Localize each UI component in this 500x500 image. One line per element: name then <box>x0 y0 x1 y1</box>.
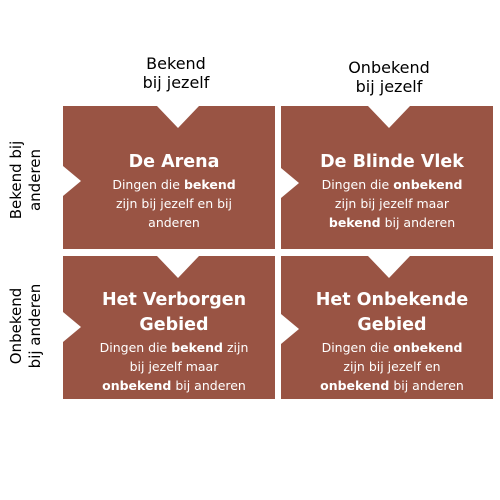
title-line: Gebied <box>139 315 209 335</box>
quadrant-arena: De Arena Dingen die bekend zijn bij jeze… <box>63 106 275 249</box>
title-line: Het Verborgen <box>101 290 247 310</box>
column-header-known-to-self: Bekend bij jezelf <box>96 54 256 92</box>
desc-emphasis: bekend <box>183 177 236 192</box>
column-header-unknown-to-self: Onbekend bij jezelf <box>309 58 469 96</box>
notch-right-arrow <box>63 166 81 196</box>
desc-emphasis: onbekend <box>320 378 390 393</box>
notch-down-arrow <box>157 106 199 128</box>
desc-text: anderen <box>148 215 200 230</box>
desc-text: zijn bij jezelf en bij <box>116 196 232 211</box>
quadrant-content: Het Onbekende Gebied Dingen die onbekend… <box>301 288 483 395</box>
column-header-line: bij jezelf <box>355 77 423 96</box>
notch-down-arrow <box>157 256 199 278</box>
desc-text: Dingen die <box>321 177 394 192</box>
column-header-line: Bekend <box>146 54 206 73</box>
quadrant-content: De Arena Dingen die bekend zijn bij jeze… <box>83 150 265 232</box>
quadrant-description: Dingen die onbekend zijn bij jezelf maar… <box>301 175 483 232</box>
notch-right-arrow <box>281 168 299 198</box>
row-header-line: anderen <box>26 148 44 212</box>
notch-right-arrow <box>63 312 81 342</box>
notch-down-arrow <box>368 256 410 278</box>
quadrant-description: Dingen die bekend zijn bij jezelf en bij… <box>83 175 265 232</box>
desc-text: Dingen die <box>112 177 184 192</box>
quadrant-title: Het Verborgen Gebied <box>83 288 265 338</box>
row-header-line: bij anderen <box>26 283 44 369</box>
quadrant-content: De Blinde Vlek Dingen die onbekend zijn … <box>301 150 483 232</box>
desc-text: Dingen die <box>99 340 172 355</box>
desc-text: zijn bij jezelf en <box>343 359 441 374</box>
desc-text: zijn <box>222 340 249 355</box>
desc-emphasis: onbekend <box>393 177 463 192</box>
notch-down-arrow <box>368 106 410 128</box>
desc-text: bij anderen <box>389 378 464 393</box>
notch-right-arrow <box>281 314 299 344</box>
column-header-line: Onbekend <box>348 58 430 77</box>
row-header-unknown-to-others: Onbekend bij anderen <box>7 256 47 396</box>
desc-text: zijn bij jezelf maar <box>334 196 450 211</box>
title-line: Het Onbekende <box>315 290 469 310</box>
desc-text: Dingen die <box>321 340 394 355</box>
desc-text: bij jezelf maar <box>129 359 219 374</box>
quadrant-blind-spot: De Blinde Vlek Dingen die onbekend zijn … <box>281 106 493 249</box>
quadrant-unknown-area: Het Onbekende Gebied Dingen die onbekend… <box>281 256 493 399</box>
column-header-line: bij jezelf <box>142 73 210 92</box>
desc-text: bij anderen <box>171 378 246 393</box>
desc-emphasis: bekend <box>171 340 223 355</box>
quadrant-description: Dingen die bekend zijn bij jezelf maar o… <box>83 338 265 395</box>
desc-emphasis: onbekend <box>393 340 463 355</box>
quadrant-title: Het Onbekende Gebied <box>301 288 483 338</box>
quadrant-title: De Blinde Vlek <box>320 152 464 172</box>
desc-emphasis: onbekend <box>102 378 172 393</box>
row-header-line: Onbekend <box>7 287 25 365</box>
row-header-line: Bekend bij <box>7 140 25 220</box>
quadrant-content: Het Verborgen Gebied Dingen die bekend z… <box>83 288 265 395</box>
row-header-known-to-others: Bekend bij anderen <box>7 110 47 250</box>
desc-emphasis: bekend <box>328 215 381 230</box>
quadrant-hidden-area: Het Verborgen Gebied Dingen die bekend z… <box>63 256 275 399</box>
quadrant-description: Dingen die onbekend zijn bij jezelf en o… <box>301 338 483 395</box>
title-line: Gebied <box>357 315 427 335</box>
quadrant-title: De Arena <box>128 152 220 172</box>
desc-text: bij anderen <box>380 215 456 230</box>
